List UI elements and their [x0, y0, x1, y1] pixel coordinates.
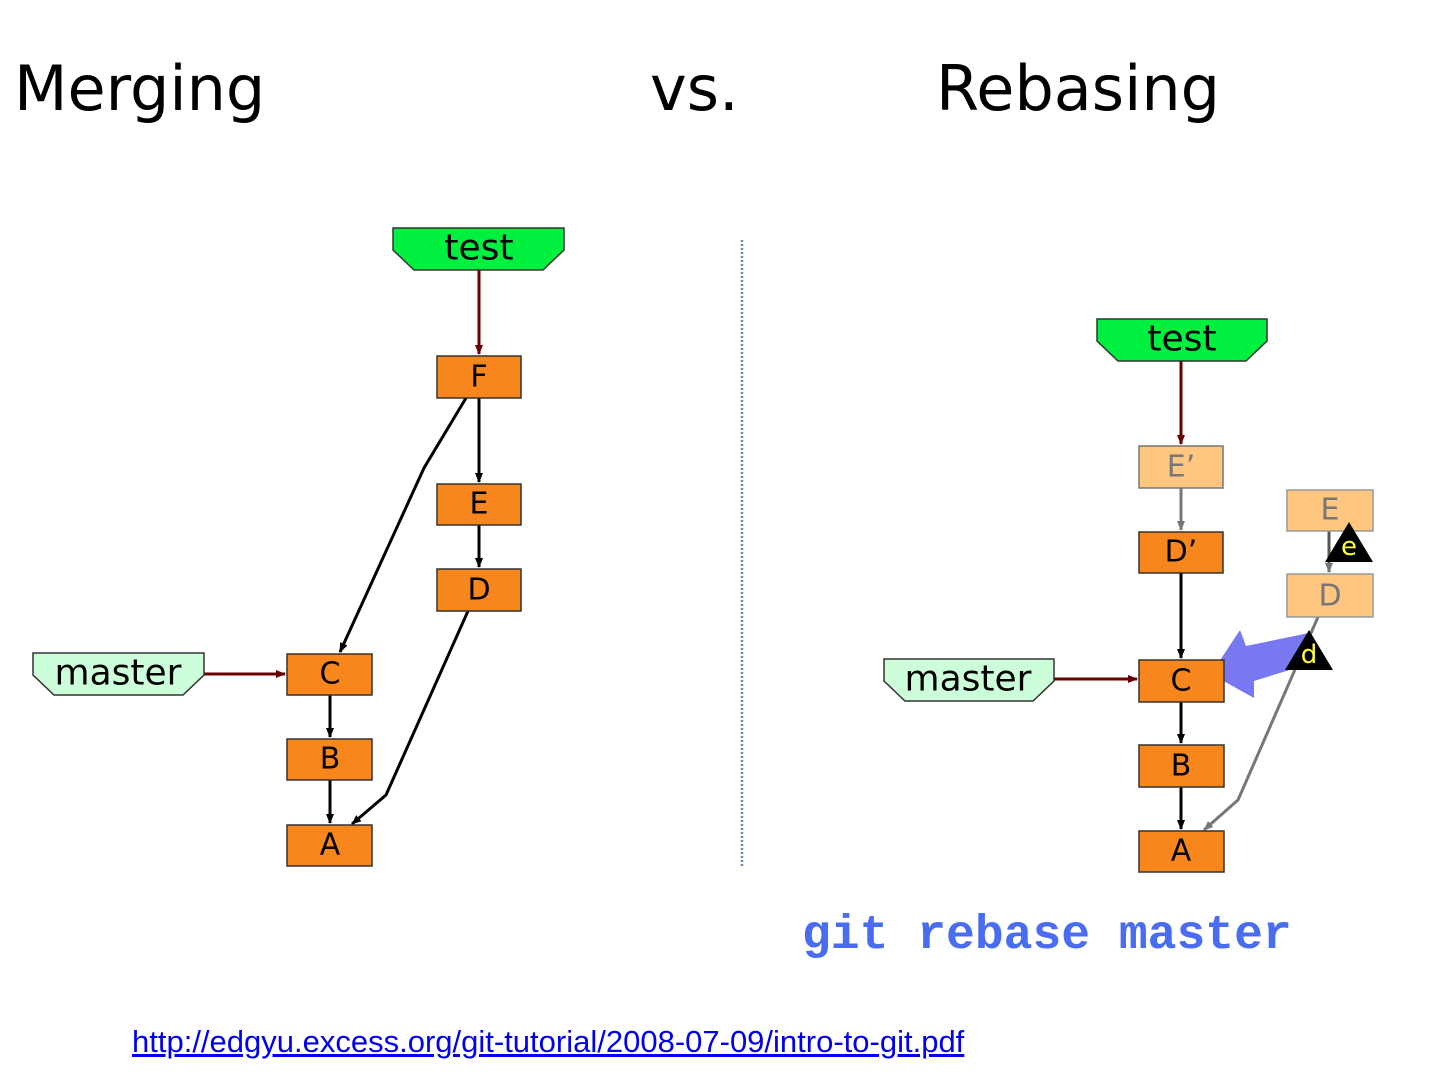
source-link[interactable]: http://edgyu.excess.org/git-tutorial/200…	[132, 1024, 965, 1059]
rebase-edge-dold-to-a	[1203, 616, 1320, 832]
rebase-branch-master: master	[883, 658, 1055, 702]
rebase-branch-test-label: test	[1147, 319, 1216, 360]
versus-title: vs.	[650, 52, 739, 125]
merge-branch-master: master	[32, 652, 205, 696]
edge-f-to-c	[338, 397, 468, 653]
rebase-commit-e-prime: E’	[1138, 445, 1224, 489]
merge-commit-e-label: E	[470, 487, 489, 522]
merge-commit-d-label: D	[467, 573, 490, 608]
merge-commit-a: A	[286, 824, 373, 867]
rebase-commit-a: A	[1138, 830, 1225, 873]
marker-e-label: e	[1341, 532, 1357, 562]
merge-branch-test-label: test	[444, 228, 513, 269]
merge-commit-c: C	[286, 653, 373, 696]
merge-commit-d: D	[436, 568, 522, 612]
merge-commit-b: B	[286, 738, 373, 781]
marker-d-label: d	[1301, 640, 1318, 670]
merge-commit-c-label: C	[320, 657, 341, 692]
rebase-commit-c-label: C	[1171, 664, 1192, 699]
merge-diagram: test master F E D C B A	[32, 227, 565, 867]
rebase-branch-test: test	[1096, 318, 1268, 362]
rebase-commit-c: C	[1138, 659, 1225, 703]
marker-d-triangle: d	[1285, 630, 1333, 670]
rebase-command: git rebase master	[802, 909, 1292, 963]
merge-commit-e: E	[436, 483, 522, 526]
merge-branch-test: test	[392, 227, 565, 271]
rebase-commit-d-prime: D’	[1138, 531, 1224, 574]
rebase-diagram: test master E’ D’ E D C B	[883, 318, 1374, 873]
merging-title: Merging	[14, 52, 266, 125]
rebase-branch-master-label: master	[905, 659, 1032, 700]
rebase-commit-e-prime-label: E’	[1167, 450, 1196, 485]
marker-e-triangle: e	[1325, 522, 1373, 562]
rebase-commit-d-old-label: D	[1318, 579, 1341, 614]
merge-branch-master-label: master	[55, 653, 182, 694]
rebase-commit-d-prime-label: D’	[1165, 535, 1198, 570]
rebase-commit-a-label: A	[1171, 834, 1192, 869]
rebase-commit-d-old: D	[1286, 573, 1374, 618]
merge-commit-f: F	[436, 355, 522, 399]
merge-commit-a-label: A	[320, 828, 341, 863]
rebase-commit-b-label: B	[1171, 749, 1192, 784]
edge-d-to-a	[351, 610, 470, 826]
rebase-commit-e-old: E	[1286, 489, 1374, 532]
rebase-commit-b: B	[1138, 744, 1225, 788]
rebasing-title: Rebasing	[936, 52, 1220, 125]
rebase-commit-e-old-label: E	[1321, 493, 1340, 528]
merge-commit-b-label: B	[320, 742, 341, 777]
rebase-move-arrow	[1211, 630, 1315, 698]
merge-commit-f-label: F	[470, 360, 487, 395]
